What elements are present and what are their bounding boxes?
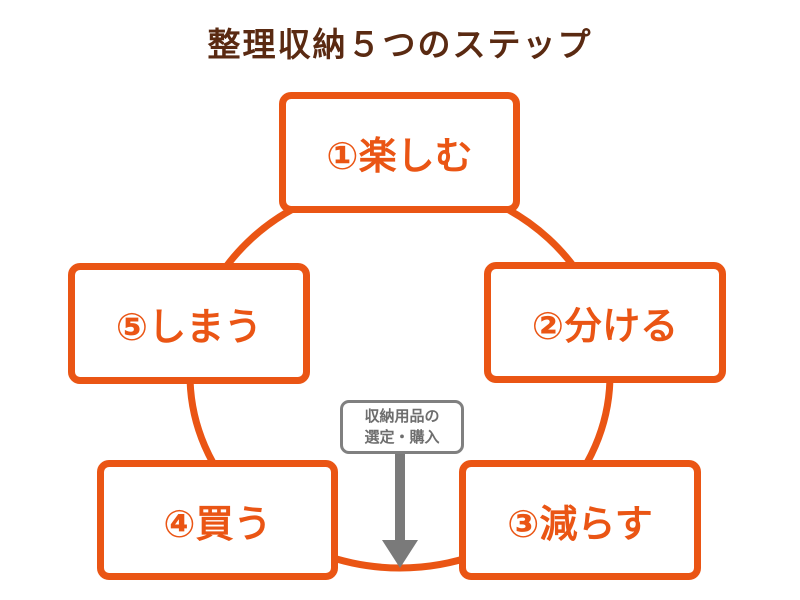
note-line-2: 選定・購入: [364, 428, 440, 446]
step-buy-label: ④買う: [163, 501, 272, 546]
note-line-1: 収納用品の: [364, 407, 440, 425]
step-buy: ④買う: [97, 460, 338, 580]
step-store-label: ⑤しまう: [115, 305, 263, 349]
storage-purchase-note: 収納用品の 選定・購入: [340, 400, 464, 454]
arrow-head: [382, 540, 418, 568]
step-separate-label: ②分ける: [531, 304, 679, 348]
step-separate: ②分ける: [484, 262, 726, 383]
step-enjoy: ①楽しむ: [279, 92, 520, 213]
step-enjoy-label: ①楽しむ: [326, 134, 473, 178]
step-reduce: ③減らす: [459, 460, 701, 580]
step-store: ⑤しまう: [68, 263, 310, 384]
page-title: 整理収納５つのステップ: [207, 25, 593, 64]
arrow-shaft: [395, 453, 405, 543]
step-reduce-label: ③減らす: [507, 501, 653, 546]
